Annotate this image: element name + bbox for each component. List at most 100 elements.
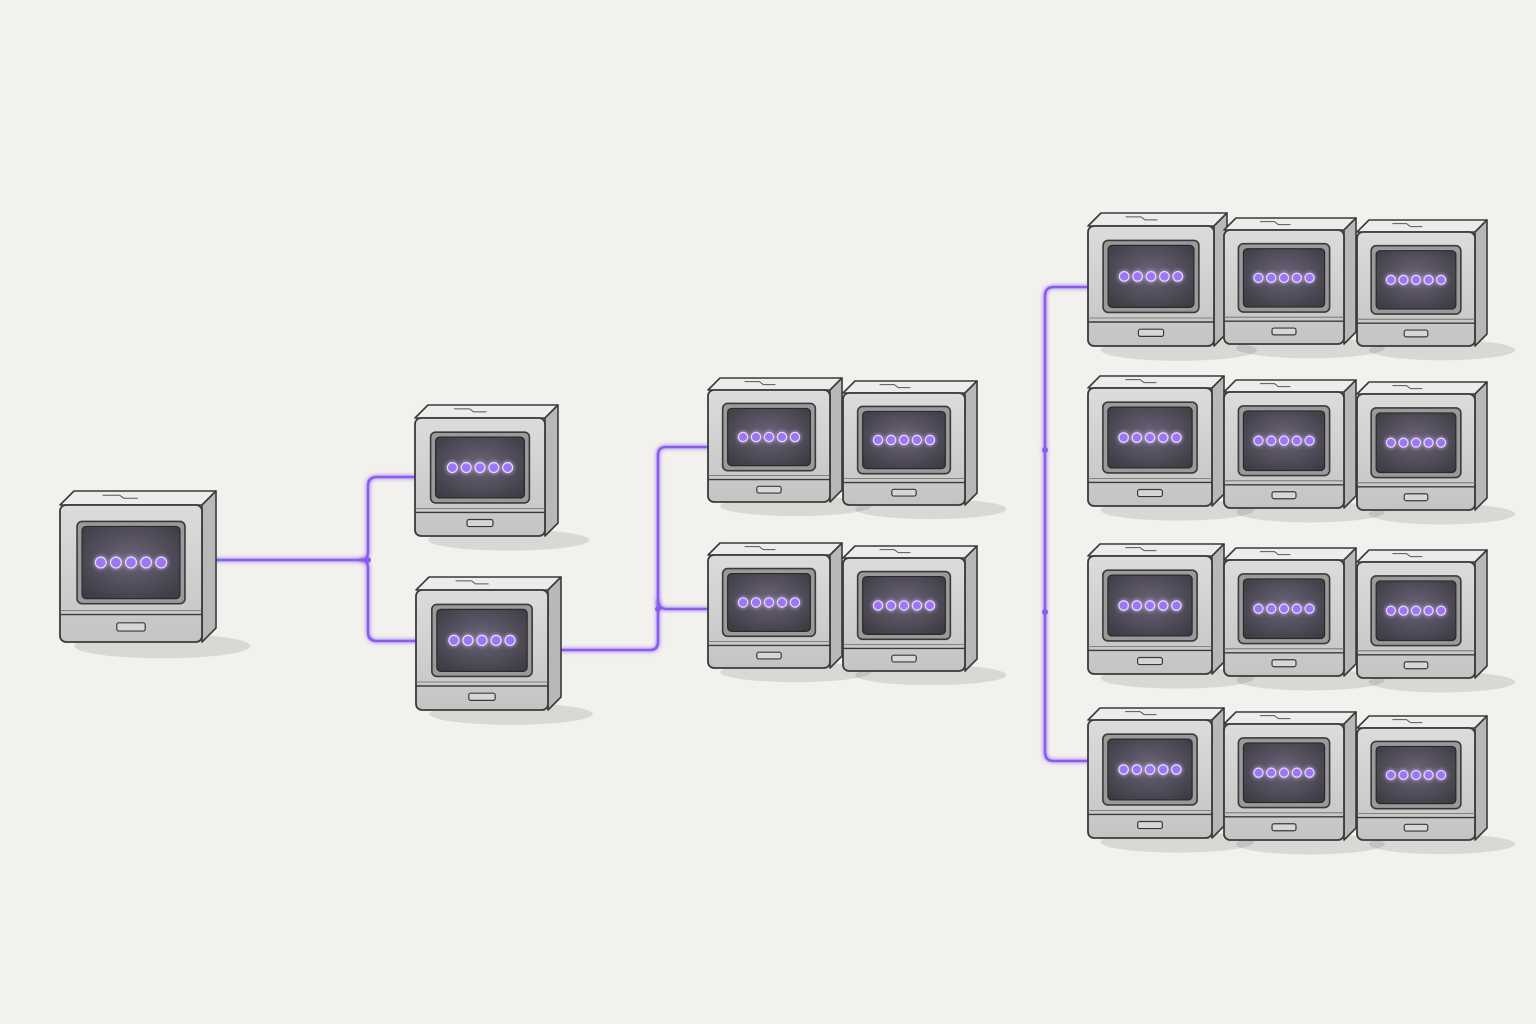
status-led <box>504 634 516 647</box>
computer-terminal-icon <box>1356 381 1488 511</box>
status-led <box>1131 764 1143 775</box>
status-led <box>1436 274 1447 285</box>
computer-terminal-icon <box>1223 379 1357 509</box>
status-led <box>490 634 502 647</box>
status-led <box>1436 769 1447 781</box>
computer-terminal-icon <box>59 490 217 643</box>
status-led <box>1278 603 1290 614</box>
computer-terminal-icon <box>1223 711 1357 841</box>
computer-terminal-icon <box>842 380 978 506</box>
status-led <box>1278 272 1290 284</box>
status-led <box>1385 274 1396 285</box>
status-led <box>1157 764 1169 775</box>
status-led <box>763 431 775 443</box>
status-led <box>1266 272 1277 284</box>
status-led <box>502 462 514 474</box>
status-led <box>1304 435 1315 446</box>
computer-terminal-icon <box>1087 543 1225 675</box>
status-led <box>1398 274 1409 285</box>
status-led <box>460 462 472 474</box>
status-led <box>1132 271 1143 282</box>
computer-terminal-icon <box>707 377 843 503</box>
status-led <box>1118 432 1129 443</box>
status-led <box>1266 435 1277 446</box>
status-led <box>1436 437 1447 448</box>
status-led <box>885 434 897 446</box>
status-led <box>155 556 168 569</box>
status-led <box>911 600 923 611</box>
status-led <box>898 600 910 611</box>
status-led <box>776 431 788 443</box>
junction-dot <box>655 606 661 612</box>
status-led <box>1253 435 1264 446</box>
computer-terminal-icon <box>1356 549 1488 679</box>
status-led <box>476 634 488 647</box>
status-led <box>789 431 801 443</box>
status-led <box>898 434 910 446</box>
status-led <box>462 634 474 647</box>
computer-terminal-icon <box>1087 707 1225 839</box>
status-led <box>488 462 500 474</box>
status-led <box>763 597 775 608</box>
status-led <box>1172 271 1184 282</box>
status-led <box>1118 600 1129 611</box>
connector-line <box>546 445 710 652</box>
connector-line <box>1043 285 1090 452</box>
status-led <box>885 600 897 611</box>
connector-lines <box>200 285 1410 794</box>
computer-terminal-icon <box>707 542 843 669</box>
status-led <box>924 434 936 446</box>
status-led <box>1157 432 1169 443</box>
computer-terminal-icon <box>415 576 562 711</box>
status-led <box>1144 764 1156 775</box>
status-led <box>924 600 936 611</box>
status-led <box>1291 435 1302 446</box>
status-led <box>1398 769 1409 781</box>
status-led <box>1304 272 1315 284</box>
status-led <box>1423 769 1434 781</box>
status-led <box>446 462 458 474</box>
status-led <box>1410 605 1422 616</box>
computer-terminal-icon <box>1087 375 1225 507</box>
status-led <box>1410 437 1422 448</box>
computer-terminal-icon <box>414 404 559 537</box>
status-led <box>1266 603 1277 614</box>
connector-line <box>358 558 419 643</box>
status-led <box>1423 605 1434 616</box>
status-led <box>1171 764 1182 775</box>
status-led <box>1145 271 1157 282</box>
status-led <box>474 462 486 474</box>
status-led <box>911 434 923 446</box>
status-led <box>1266 767 1277 778</box>
status-led <box>1157 600 1169 611</box>
status-led <box>1118 764 1129 775</box>
status-led <box>1159 271 1170 282</box>
computer-terminal-icon <box>1223 547 1357 677</box>
status-led <box>1278 767 1290 778</box>
status-led <box>448 634 460 647</box>
connector-line <box>1043 448 1090 763</box>
status-led <box>1385 605 1396 616</box>
status-led <box>1171 600 1182 611</box>
junction-dot <box>1042 609 1048 615</box>
status-led <box>1131 432 1143 443</box>
connector-line <box>200 475 418 562</box>
status-led <box>1398 437 1409 448</box>
status-led <box>1423 274 1434 285</box>
computer-terminal-icon <box>842 545 978 672</box>
junction-dot <box>1042 447 1048 453</box>
computer-terminal-icon <box>1356 715 1488 841</box>
status-led <box>1278 435 1290 446</box>
status-led <box>1291 767 1302 778</box>
computer-terminal-icon <box>1223 217 1357 345</box>
status-led <box>1131 600 1143 611</box>
computer-terminal-icon <box>1087 212 1228 347</box>
status-led <box>1398 605 1409 616</box>
status-led <box>1171 432 1182 443</box>
status-led <box>94 556 107 569</box>
junction-dot <box>365 557 371 563</box>
status-led <box>737 597 749 608</box>
status-led <box>872 600 884 611</box>
status-led <box>1144 600 1156 611</box>
status-led <box>1144 432 1156 443</box>
